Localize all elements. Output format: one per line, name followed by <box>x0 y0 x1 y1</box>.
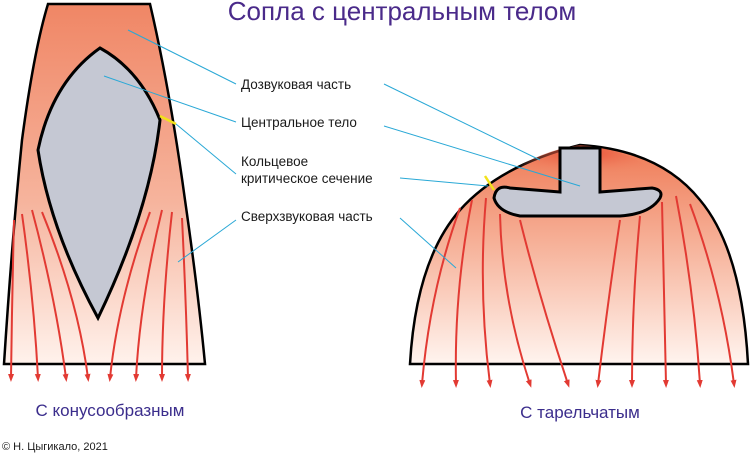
plate-nozzle <box>408 143 750 388</box>
plate-central-body <box>492 146 663 218</box>
cone-central-body <box>36 46 162 322</box>
copyright-credit: © Н. Цыгикало, 2021 <box>2 441 108 453</box>
plate-flow-lines <box>419 195 737 388</box>
label-throat-line1: Кольцевое <box>241 154 308 169</box>
leader-lines <box>103 29 581 269</box>
caption-plate: С тарельчатым <box>520 403 640 422</box>
label-subsonic: Дозвуковая часть <box>241 77 351 92</box>
label-throat-line2: критическое сечение <box>241 171 373 186</box>
cone-flow-lines <box>8 209 191 382</box>
caption-cone: С конусообразным <box>36 401 185 420</box>
plate-throat-mark <box>483 175 496 191</box>
label-supersonic: Сверхзвуковая часть <box>241 209 373 224</box>
diagram-title: Сопла с центральным телом <box>228 0 577 26</box>
cone-nozzle <box>2 2 207 382</box>
cone-throat-mark <box>159 114 177 126</box>
label-central-body: Центральное тело <box>241 115 357 130</box>
